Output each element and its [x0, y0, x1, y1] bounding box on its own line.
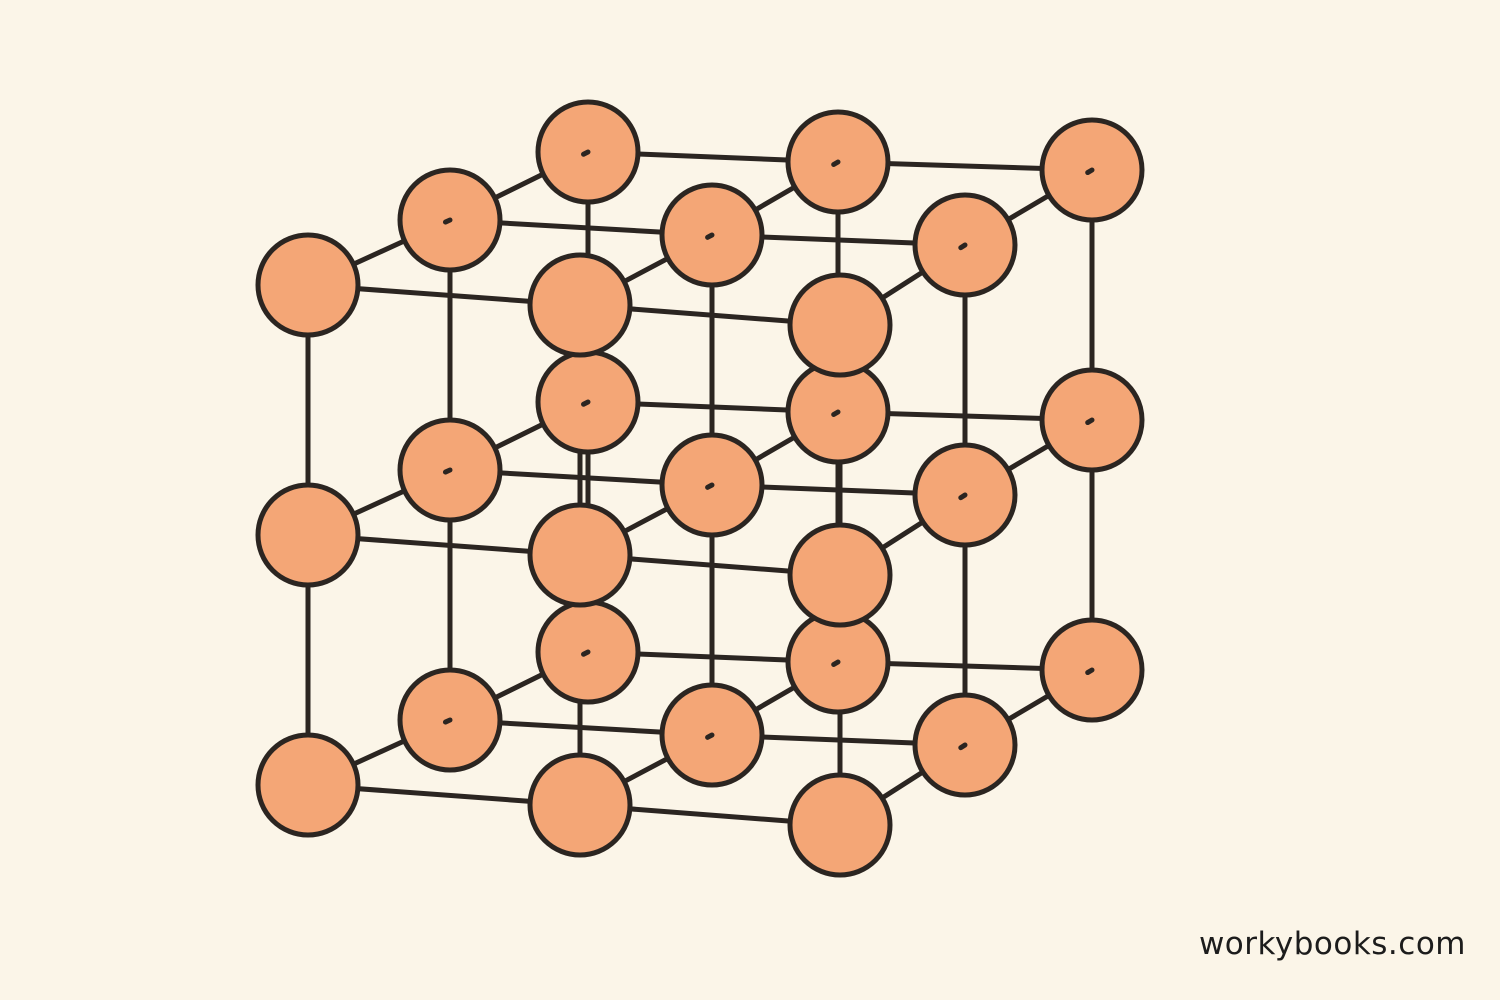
bond-stub: [442, 217, 453, 225]
bond-stub: [958, 492, 968, 501]
atoms-layer: [255, 99, 1145, 878]
bond-stub: [1085, 667, 1095, 676]
atom: [527, 752, 633, 858]
bond-stub: [958, 742, 968, 751]
bond-stub: [831, 159, 841, 168]
bond-stub: [831, 409, 841, 418]
bond-stub: [581, 649, 591, 657]
atom: [527, 502, 633, 608]
atom: [787, 772, 893, 878]
bond-stub: [442, 467, 453, 475]
atom: [255, 732, 361, 838]
bond-stub: [581, 149, 591, 157]
atom: [527, 252, 633, 358]
bond-stub: [1085, 167, 1095, 176]
bond-stub: [705, 732, 715, 740]
bond-stub: [958, 242, 968, 251]
atom: [787, 272, 893, 378]
atom: [255, 232, 361, 338]
bond-stub: [705, 482, 715, 490]
atom: [787, 522, 893, 628]
watermark-text: workybooks.com: [1198, 926, 1466, 962]
bond-stub: [705, 232, 715, 240]
bond-stub: [1085, 417, 1095, 426]
bond-stub: [831, 659, 841, 668]
bond-stub: [442, 717, 453, 725]
atom: [255, 482, 361, 588]
bond-stub: [581, 399, 591, 407]
